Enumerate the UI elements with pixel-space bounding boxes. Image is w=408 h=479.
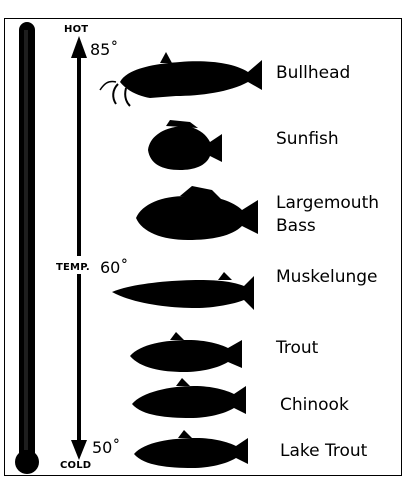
temperature-arrow-icon bbox=[70, 36, 88, 460]
fish-silhouette-muskelunge bbox=[112, 272, 254, 310]
fish-silhouette-trout bbox=[130, 332, 242, 372]
fish-label-sunfish: Sunfish bbox=[276, 128, 339, 151]
fish-label-bullhead: Bullhead bbox=[276, 62, 350, 85]
fish-label-largemouth-bass: Largemouth Bass bbox=[276, 192, 379, 238]
temp-85-label: 85˚ bbox=[90, 40, 118, 59]
fish-silhouette-bullhead bbox=[100, 52, 262, 106]
temp-60-label: 60˚ bbox=[100, 258, 128, 277]
hot-label: HOT bbox=[64, 24, 88, 35]
fish-label-chinook: Chinook bbox=[280, 394, 349, 417]
fish-silhouette-lake-trout bbox=[134, 430, 248, 468]
fish-label-lake-trout: Lake Trout bbox=[280, 440, 367, 463]
fish-silhouette-largemouth-bass bbox=[136, 186, 258, 240]
temp-50-label: 50˚ bbox=[92, 438, 120, 457]
thermometer-icon bbox=[15, 22, 39, 474]
fish-label-muskelunge: Muskelunge bbox=[276, 266, 378, 289]
cold-label: COLD bbox=[60, 460, 91, 471]
fish-silhouette-chinook bbox=[132, 378, 246, 418]
fish-label-trout: Trout bbox=[276, 337, 318, 360]
temp-label: TEMP. bbox=[56, 262, 90, 273]
fish-silhouette-sunfish bbox=[148, 120, 222, 170]
